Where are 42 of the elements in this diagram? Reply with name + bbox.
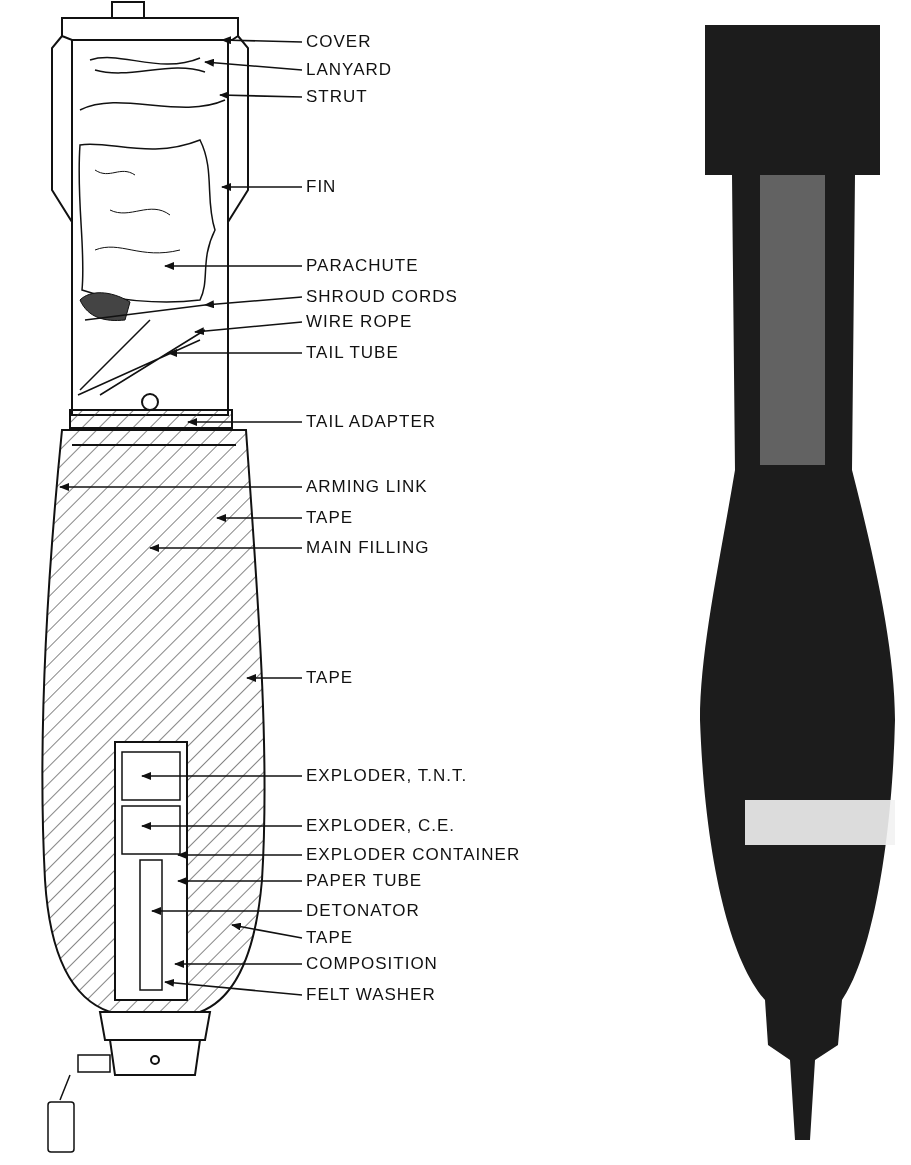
part-label: WIRE ROPE: [306, 312, 413, 332]
part-label: MAIN FILLING: [306, 538, 430, 558]
part-label: FIN: [306, 177, 337, 197]
part-label: STRUT: [306, 87, 368, 107]
leader-line: [149, 544, 303, 552]
part-label: COMPOSITION: [306, 954, 438, 974]
leader-line: [141, 822, 303, 830]
leader-line: [216, 514, 303, 522]
part-label: PAPER TUBE: [306, 871, 423, 891]
leader-line: [204, 296, 303, 309]
leader-line: [221, 183, 303, 191]
part-label: TAPE: [306, 928, 354, 948]
part-label: FELT WASHER: [306, 985, 436, 1005]
leader-line: [187, 418, 303, 426]
leader-line: [246, 674, 303, 682]
leader-line: [167, 349, 303, 357]
leader-line: [59, 483, 303, 491]
part-label: EXPLODER, C.E.: [306, 816, 456, 836]
leader-line: [194, 321, 303, 336]
leader-line: [177, 877, 303, 885]
leader-line: [219, 91, 303, 100]
part-label: LANYARD: [306, 60, 393, 80]
part-label: TAPE: [306, 508, 354, 528]
part-label: EXPLODER CONTAINER: [306, 845, 521, 865]
part-label: SHROUD CORDS: [306, 287, 458, 307]
part-label: PARACHUTE: [306, 256, 419, 276]
leader-line: [151, 907, 303, 915]
part-label: TAPE: [306, 668, 354, 688]
leader-line: [204, 58, 303, 71]
leader-line: [141, 772, 303, 780]
part-label: TAIL TUBE: [306, 343, 399, 363]
part-label: DETONATOR: [306, 901, 420, 921]
part-label: TAIL ADAPTER: [306, 412, 437, 432]
part-label: COVER: [306, 32, 372, 52]
part-label: ARMING LINK: [306, 477, 428, 497]
leader-line: [221, 36, 303, 45]
part-label: EXPLODER, T.N.T.: [306, 766, 468, 786]
leader-line: [164, 978, 303, 996]
leader-line: [177, 851, 303, 859]
leader-line: [174, 960, 303, 968]
leader-line: [231, 922, 303, 939]
leader-line: [164, 262, 303, 270]
